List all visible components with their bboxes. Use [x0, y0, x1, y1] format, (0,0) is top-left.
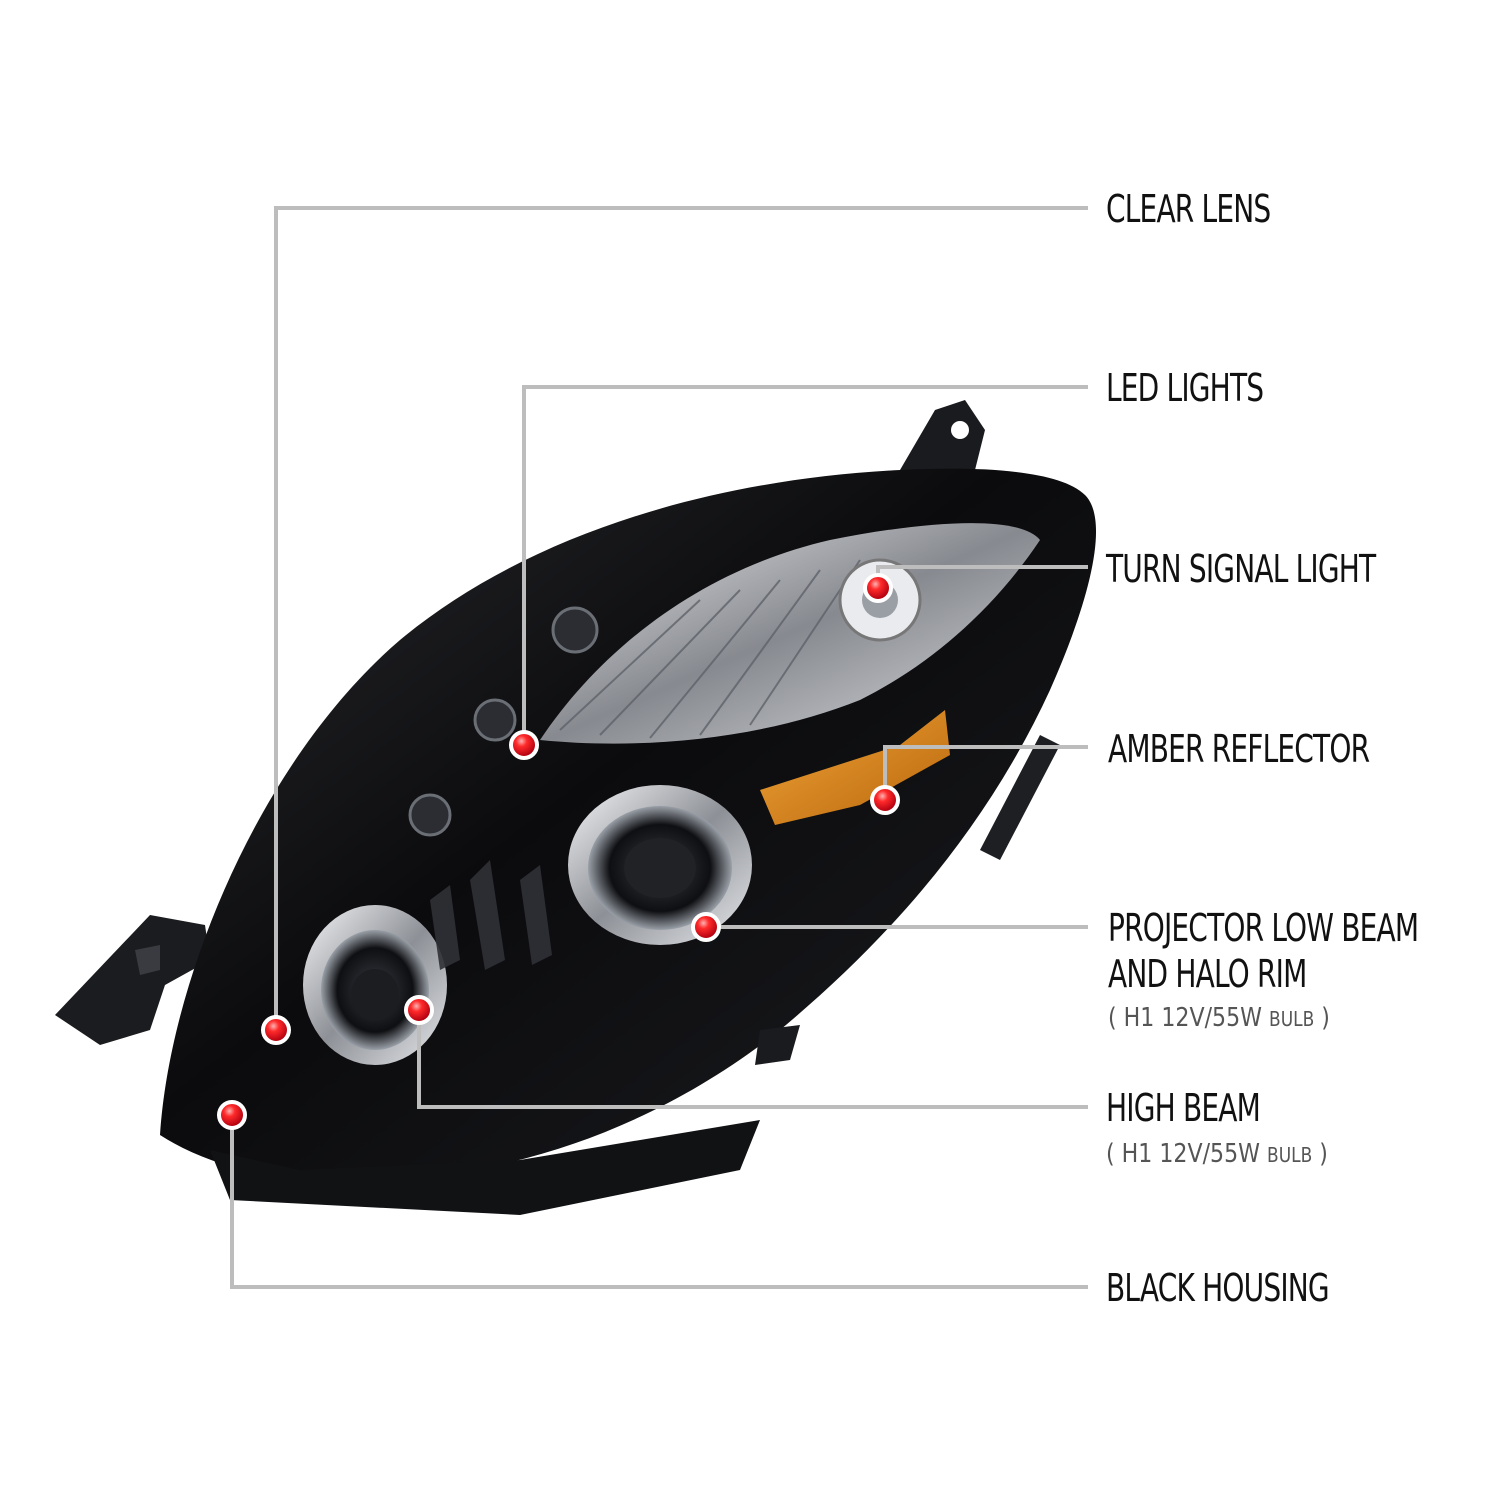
label-amber-reflector: AMBER REFLECTOR — [1108, 727, 1370, 771]
marker-projector-low-beam — [691, 912, 721, 942]
marker-high-beam — [404, 995, 434, 1025]
callout-markers — [217, 573, 900, 1130]
label-turn-signal-light: TURN SIGNAL LIGHT — [1106, 547, 1376, 591]
marker-amber-reflector — [870, 785, 900, 815]
label-black-housing: BLACK HOUSING — [1106, 1266, 1330, 1310]
mount-tab-top — [900, 400, 985, 480]
leader-lines — [230, 206, 1088, 1289]
housing-ribs — [430, 860, 552, 970]
housing-skirt — [210, 1120, 760, 1215]
leader-led-lights — [522, 385, 1088, 745]
leader-high-beam — [417, 1010, 1088, 1109]
leader-amber-reflector — [883, 745, 1088, 800]
marker-led-lights — [509, 730, 539, 760]
leader-black-housing — [230, 1115, 1088, 1289]
spec-projector-bulb: ( H1 12V/55W BULB ) — [1108, 1003, 1330, 1033]
mount-bracket-left — [55, 915, 210, 1045]
label-halo-rim: AND HALO RIM — [1108, 952, 1307, 996]
amber-reflector-lens — [760, 710, 950, 825]
high-beam-unit — [303, 905, 447, 1065]
leader-clear-lens — [274, 206, 1088, 1030]
label-projector-low-beam: PROJECTOR LOW BEAM — [1108, 906, 1419, 950]
projector-low-beam-unit — [568, 785, 752, 945]
label-high-beam: HIGH BEAM — [1106, 1086, 1261, 1130]
marker-black-housing — [217, 1100, 247, 1130]
led-light-cluster — [408, 606, 599, 837]
spec-high-beam-bulb: ( H1 12V/55W BULB ) — [1106, 1139, 1328, 1169]
marker-turn-signal — [863, 573, 893, 603]
marker-clear-lens — [261, 1015, 291, 1045]
label-led-lights: LED LIGHTS — [1106, 366, 1264, 410]
label-clear-lens: CLEAR LENS — [1106, 187, 1271, 231]
